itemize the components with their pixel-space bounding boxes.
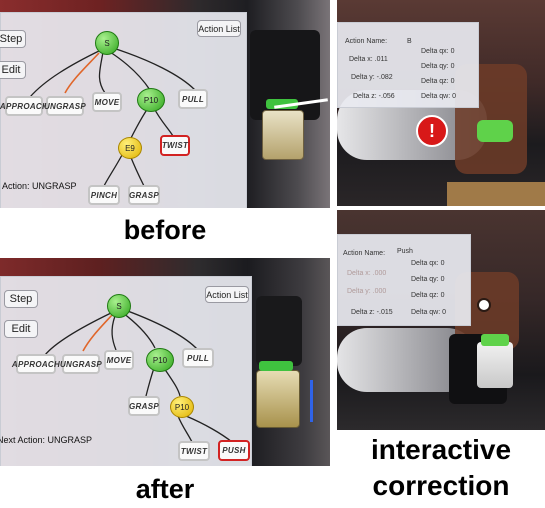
virtual-lid <box>477 120 513 142</box>
delta-qx-field[interactable]: Delta qx: 0 <box>421 48 455 55</box>
delta-pose-panel <box>337 234 471 326</box>
tree-node-root[interactable]: S <box>95 31 119 55</box>
alert-icon: ! <box>416 115 448 147</box>
action-name-label: Action Name: <box>345 38 388 45</box>
tree-node-root[interactable]: S <box>107 294 131 318</box>
delta-qw-field[interactable]: Delta qw: 0 <box>411 309 447 316</box>
correction-bottom-panel: Action Name: Push Delta x: .000 Delta y:… <box>337 210 545 430</box>
delta-y-field[interactable]: Delta y: .000 <box>347 288 387 295</box>
tree-node-p10[interactable]: P10 <box>146 348 174 372</box>
next-action-status: Next Action: UNGRASP <box>0 435 93 445</box>
edit-button[interactable]: Edit <box>4 320 38 338</box>
step-button[interactable]: Step <box>4 290 38 308</box>
action-grasp[interactable]: GRASP <box>128 185 160 205</box>
delta-x-field[interactable]: Delta x: .011 <box>349 56 388 63</box>
correction-top-panel: Action Name: B Delta x: .011 Delta y: -.… <box>337 0 545 206</box>
action-name-label: Action Name: <box>343 250 386 257</box>
tree-node-p10[interactable]: P10 <box>137 88 165 112</box>
action-twist[interactable]: TWIST <box>160 135 190 156</box>
tree-node-p10-next[interactable]: P10 <box>170 396 194 418</box>
jar-object <box>262 110 304 160</box>
delta-qw-field[interactable]: Delta qw: 0 <box>421 93 457 100</box>
plan-tree-edges <box>44 309 233 443</box>
action-twist[interactable]: TWIST <box>178 441 210 461</box>
jar-object <box>256 370 300 428</box>
table-surface <box>447 182 545 206</box>
delta-z-field[interactable]: Delta z: -.015 <box>351 309 393 316</box>
tree-node-e9[interactable]: E9 <box>118 137 142 159</box>
after-panel: Step Edit Action List S P10 P10 APPROACH… <box>0 258 330 466</box>
caption-before: before <box>123 215 207 245</box>
delta-pose-panel <box>337 22 479 108</box>
delta-z-field[interactable]: Delta z: -.056 <box>353 93 395 100</box>
action-approach[interactable]: APPROACH <box>12 354 60 374</box>
jar-lid <box>481 334 509 346</box>
action-ungrasp[interactable]: UNGRASP <box>44 96 86 116</box>
action-name-value[interactable]: Push <box>397 248 413 255</box>
action-push[interactable]: PUSH <box>218 440 250 461</box>
action-name-value[interactable]: B <box>407 38 412 45</box>
pose-axis-marker <box>310 380 313 422</box>
action-approach[interactable]: APPROACH <box>0 96 48 116</box>
current-action-status: Action: UNGRASP <box>2 181 77 191</box>
delta-y-field[interactable]: Delta y: -.082 <box>351 74 393 81</box>
delta-qx-field[interactable]: Delta qx: 0 <box>411 260 445 267</box>
delta-qy-field[interactable]: Delta qy: 0 <box>411 276 445 283</box>
jar-lid <box>259 361 293 371</box>
jar-object <box>477 342 513 388</box>
action-list-button[interactable]: Action List <box>197 20 241 37</box>
before-panel: Step Edit Action List S P10 E9 APPROACH … <box>0 0 330 208</box>
delta-qy-field[interactable]: Delta qy: 0 <box>421 63 455 70</box>
action-ungrasp[interactable]: UNGRASP <box>60 354 102 374</box>
caption-after: after <box>135 474 195 504</box>
target-marker-icon <box>477 298 491 312</box>
action-list-button[interactable]: Action List <box>205 286 249 303</box>
delta-x-field[interactable]: Delta x: .000 <box>347 270 387 277</box>
step-button[interactable]: Step <box>0 30 26 48</box>
action-move[interactable]: MOVE <box>92 92 122 112</box>
action-grasp[interactable]: GRASP <box>128 396 160 416</box>
edit-button[interactable]: Edit <box>0 61 26 79</box>
caption-interactive: interactive <box>370 434 512 465</box>
action-move[interactable]: MOVE <box>104 350 134 370</box>
robot-gripper <box>256 296 302 366</box>
action-pinch[interactable]: PINCH <box>88 185 120 205</box>
caption-correction: correction <box>372 470 510 501</box>
delta-qz-field[interactable]: Delta qz: 0 <box>421 78 455 85</box>
delta-qz-field[interactable]: Delta qz: 0 <box>411 292 445 299</box>
action-pull[interactable]: PULL <box>182 348 214 368</box>
action-pull[interactable]: PULL <box>178 89 208 109</box>
